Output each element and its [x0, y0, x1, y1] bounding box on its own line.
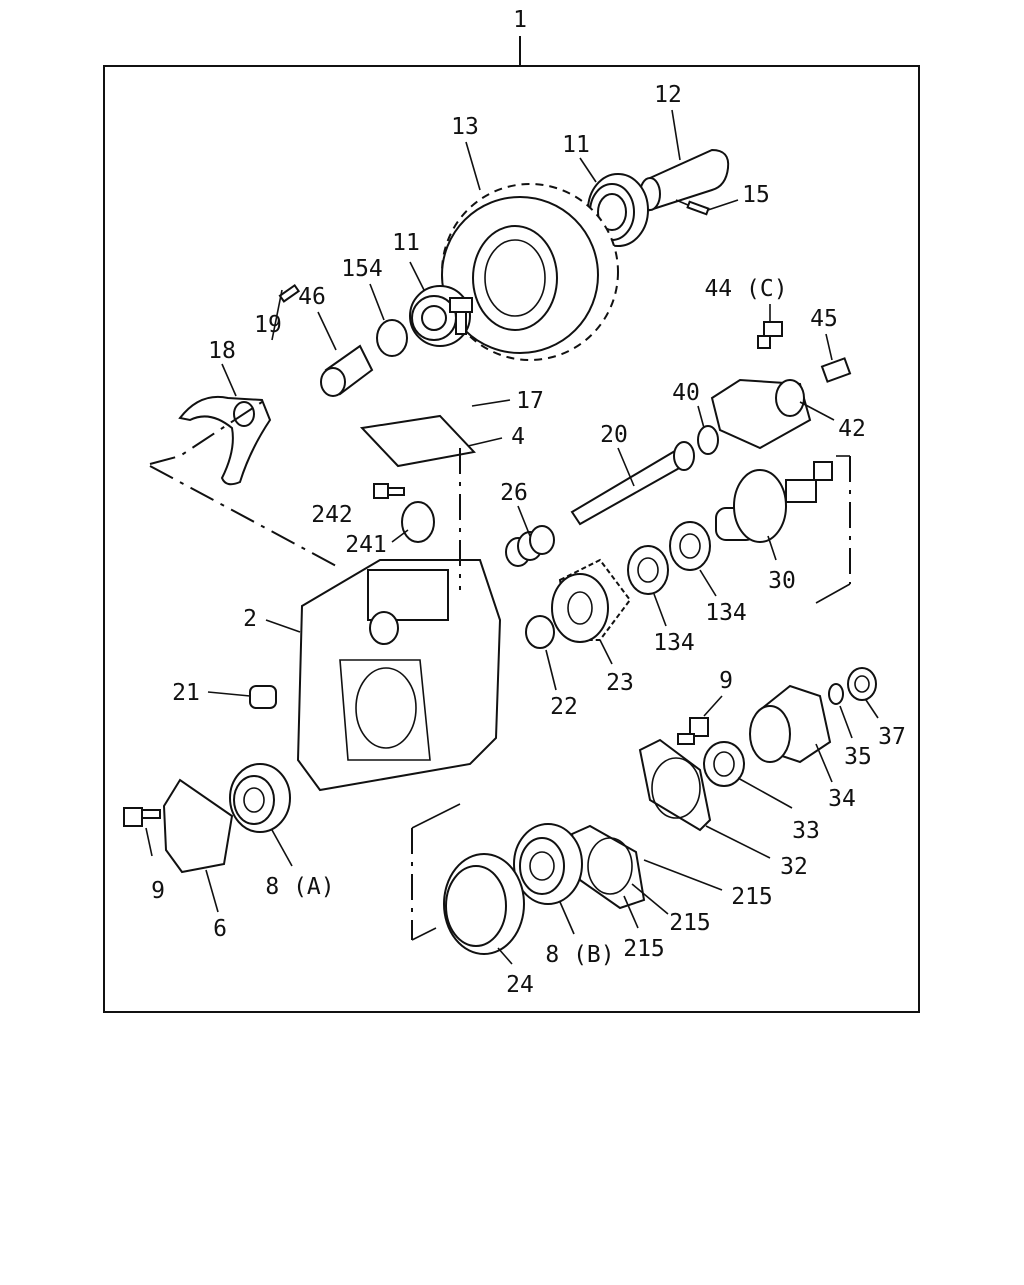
diagram-frame [103, 65, 920, 1013]
bearing-8a [229, 763, 291, 833]
callout-32: 32 [780, 854, 808, 880]
plug-45 [820, 357, 852, 383]
cap-241 [401, 501, 435, 543]
callout-22: 22 [550, 694, 578, 720]
callout-215-a: 215 [731, 884, 773, 910]
gear-13 [441, 183, 619, 361]
seal-22 [525, 615, 555, 649]
dowel-21 [249, 685, 277, 709]
output-shaft-30 [715, 461, 833, 543]
callout-24: 24 [506, 972, 534, 998]
callout-46: 46 [298, 284, 326, 310]
callout-17: 17 [516, 388, 544, 414]
callout-26: 26 [500, 480, 528, 506]
sleeve-42 [775, 379, 805, 417]
callout-6: 6 [213, 916, 227, 942]
callouts: 12 13 11 11 15 154 46 44 (C) 45 19 18 17… [145, 82, 906, 998]
callout-9-right: 9 [719, 668, 733, 694]
ring-gear-24 [443, 853, 525, 955]
cover-6 [162, 778, 234, 874]
callout-8a: 8 (A) [265, 874, 334, 900]
callout-37: 37 [878, 724, 906, 750]
callout-134-a: 134 [653, 630, 695, 656]
bearing-8b [513, 823, 583, 905]
cover-plate-4 [359, 414, 476, 468]
callout-8b: 8 (B) [545, 942, 614, 968]
collar-46 [320, 344, 374, 397]
callout-241: 241 [345, 532, 387, 558]
shaft-12 [639, 148, 730, 212]
o-ring-40 [697, 425, 719, 455]
retainer-32 [638, 738, 712, 832]
callout-45: 45 [810, 306, 838, 332]
callout-35: 35 [844, 744, 872, 770]
callout-44c: 44 (C) [704, 276, 787, 302]
bevel-gear-23 [551, 558, 632, 643]
callout-42: 42 [838, 416, 866, 442]
callout-20: 20 [600, 422, 628, 448]
callout-40: 40 [672, 380, 700, 406]
callout-34: 34 [828, 786, 856, 812]
shaft-20 [570, 441, 695, 526]
callout-9-left: 9 [151, 878, 165, 904]
bolt-9-right [677, 717, 709, 745]
callout-215-b: 215 [669, 910, 711, 936]
washer-35 [828, 683, 844, 705]
shift-fork-18 [178, 396, 272, 486]
pin-15 [686, 200, 710, 216]
needle-bearing-134-a [627, 545, 669, 595]
bolt-9-left [123, 807, 161, 827]
callout-242: 242 [311, 502, 353, 528]
bolt-242 [373, 483, 405, 499]
callout-15: 15 [742, 182, 770, 208]
callout-18: 18 [208, 338, 236, 364]
bolt-17 [449, 297, 473, 335]
callout-12: 12 [654, 82, 682, 108]
nut-37 [847, 667, 877, 701]
needle-bearing-134-b [669, 521, 711, 571]
washer-154 [376, 319, 408, 357]
housing-2 [296, 559, 502, 792]
callout-154: 154 [341, 256, 383, 282]
callout-21: 21 [172, 680, 200, 706]
callout-4: 4 [511, 424, 525, 450]
pin-19 [278, 283, 301, 303]
callout-215-c: 215 [623, 936, 665, 962]
callout-11-lower: 11 [392, 230, 420, 256]
callout-23: 23 [606, 670, 634, 696]
centerlines [149, 397, 851, 941]
callout-19: 19 [254, 312, 282, 338]
callout-13: 13 [451, 114, 479, 140]
flange-34 [749, 684, 832, 764]
spring-26 [505, 525, 555, 567]
callout-33: 33 [792, 818, 820, 844]
callout-30: 30 [768, 568, 796, 594]
callout-134-b: 134 [705, 600, 747, 626]
callout-11-upper: 11 [562, 132, 590, 158]
seal-33 [703, 741, 745, 787]
assembly-number: 1 [513, 7, 527, 33]
callout-2: 2 [243, 606, 257, 632]
